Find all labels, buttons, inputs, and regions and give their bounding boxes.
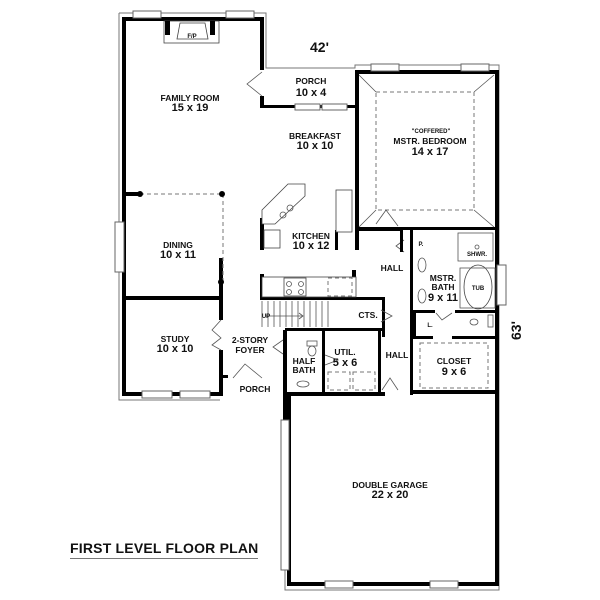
- rear-porch-size: 10 x 4: [296, 87, 327, 99]
- half-bath-name-2: BATH: [293, 365, 316, 375]
- foyer-name-2: FOYER: [235, 345, 264, 355]
- master-bath-name-2: BATH: [432, 282, 455, 292]
- pantry-label: P.: [419, 242, 424, 248]
- stairs-up-label: UP: [262, 314, 270, 320]
- kitchen-size: 10 x 12: [293, 240, 330, 252]
- master-bedroom-note: "COFFERED": [412, 129, 451, 135]
- study-name: STUDY: [161, 334, 190, 344]
- closets-label: CTS.: [358, 310, 377, 320]
- half-bath-name-1: HALF: [293, 356, 316, 366]
- closet-name: CLOSET: [437, 356, 472, 366]
- windows: [114, 10, 507, 589]
- kitchen-fixtures: [261, 183, 357, 298]
- fireplace: F/P: [163, 20, 220, 44]
- shower-label: SHWR.: [467, 252, 487, 258]
- utility-size: 5 x 6: [333, 357, 357, 369]
- foyer-name-1: 2-STORY: [232, 335, 269, 345]
- garage-size: 22 x 20: [372, 489, 409, 501]
- kitchen-name: KITCHEN: [292, 231, 330, 241]
- dining-size: 10 x 11: [160, 249, 196, 261]
- linen-wall: [413, 313, 416, 338]
- room-labels: FAMILY ROOM 15 x 19 PORCH 10 x 4 BREAKFA…: [157, 76, 488, 501]
- bath-fixtures: [296, 232, 496, 391]
- overall-depth-dimension: 63': [508, 321, 524, 340]
- upper-hall-label: HALL: [381, 263, 404, 273]
- garage-name: DOUBLE GARAGE: [352, 480, 428, 490]
- rear-porch-name: PORCH: [296, 76, 327, 86]
- pantry-wall: [400, 230, 403, 252]
- family-room-name: FAMILY ROOM: [160, 93, 219, 103]
- dining-name: DINING: [163, 240, 193, 250]
- fireplace-label: F/P: [187, 34, 196, 40]
- dining-beams: [137, 191, 225, 285]
- linen-closet-label: L.: [427, 323, 433, 329]
- study-size: 10 x 10: [157, 343, 194, 355]
- master-bedroom-name: MSTR. BEDROOM: [393, 136, 466, 146]
- doors: [211, 71, 453, 391]
- lower-hall-label: HALL: [386, 350, 409, 360]
- front-porch-label: PORCH: [240, 384, 271, 394]
- family-room-size: 15 x 19: [172, 102, 209, 114]
- floor-plan-title: FIRST LEVEL FLOOR PLAN: [70, 540, 259, 559]
- utility-name: UTIL.: [334, 347, 355, 357]
- breakfast-size: 10 x 10: [297, 140, 334, 152]
- master-bath-size: 9 x 11: [428, 292, 458, 304]
- overall-width-dimension: 42': [310, 39, 329, 55]
- breakfast-name: BREAKFAST: [289, 131, 342, 141]
- closet-size: 9 x 6: [442, 366, 466, 378]
- staircase: UP: [261, 301, 329, 327]
- master-bedroom-size: 14 x 17: [412, 146, 449, 158]
- master-bath-name-1: MSTR.: [430, 273, 456, 283]
- coffered-ceiling: [358, 74, 495, 228]
- tub-label: TUB: [472, 286, 485, 292]
